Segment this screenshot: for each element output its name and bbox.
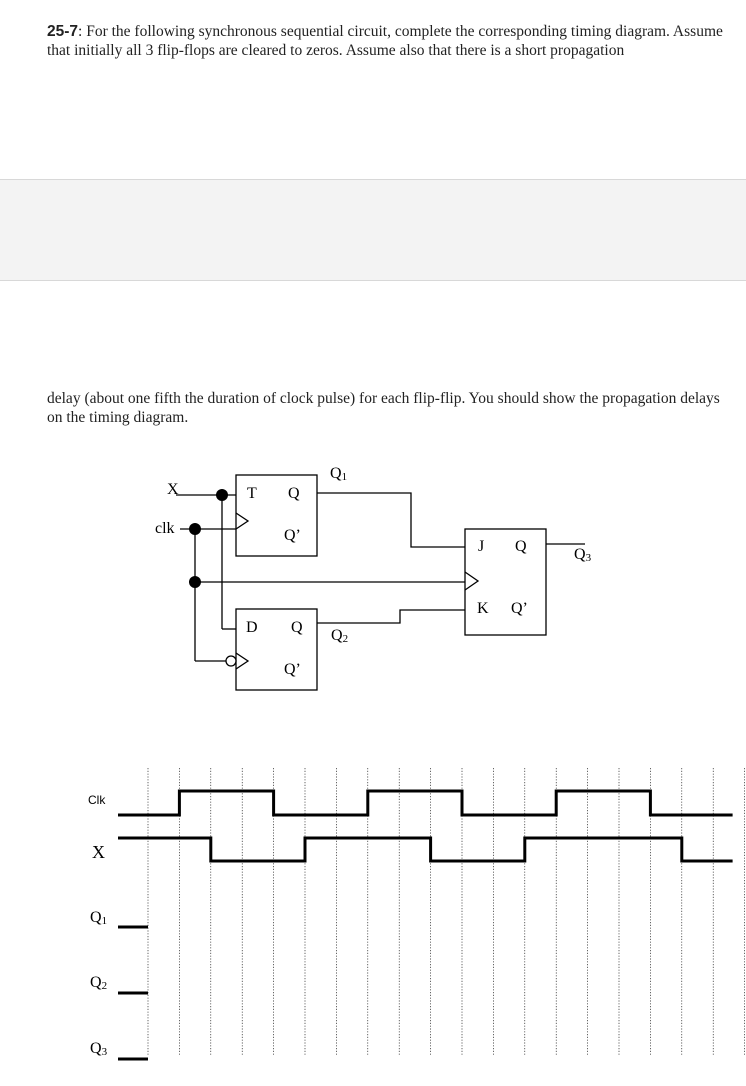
jk-ff-qbar-label: Q’: [511, 600, 528, 617]
jk-ff-clock-triangle: [464, 571, 480, 591]
t-flip-flop: [235, 474, 318, 557]
question-text-part2: delay (about one fifth the duration of c…: [47, 390, 720, 426]
q1-to-j-wire: [317, 492, 465, 548]
q1-signal-label: Q1: [90, 909, 107, 927]
question-number: 25-7: [47, 23, 79, 40]
question-text-part1: 25-7: For the following synchronous sequ…: [47, 22, 737, 60]
d-ff-clock-inversion-bubble: [225, 655, 237, 667]
jk-ff-k-label: K: [477, 600, 489, 617]
x-signal-label: X: [92, 842, 105, 862]
q2-signal-label: Q2: [90, 974, 107, 992]
t-ff-qbar-label: Q’: [284, 527, 301, 544]
d-flip-flop: [235, 608, 318, 691]
t-ff-t-label: T: [247, 485, 257, 502]
t-ff-q-label: Q: [288, 485, 300, 502]
circuit-diagram: T Q Q’ D Q Q’ J Q K Q’ X clk Q1 Q2: [155, 465, 592, 691]
q3-signal-label: Q3: [90, 1040, 108, 1058]
t-ff-clock-triangle: [235, 512, 250, 530]
jk-flip-flop: [464, 528, 547, 636]
q1-output-label: Q1: [330, 465, 347, 483]
jk-ff-q-label: Q: [515, 538, 527, 555]
d-ff-clock-triangle: [235, 652, 250, 670]
timing-diagram: Clk X Q1 Q2 Q3: [88, 768, 745, 1061]
question-text-intro: : For the following synchronous sequenti…: [47, 23, 723, 59]
d-ff-d-label: D: [246, 619, 258, 636]
clk-waveform: [118, 789, 733, 817]
input-x-label: X: [167, 481, 179, 498]
answer-area-band: [0, 230, 746, 281]
input-clk-label: clk: [155, 520, 175, 537]
d-ff-q-label: Q: [291, 619, 303, 636]
q2-output-label: Q2: [331, 627, 348, 645]
x-waveform: [118, 836, 733, 863]
clk-signal-label: Clk: [88, 793, 106, 807]
q3-output-label: Q3: [574, 546, 592, 564]
q2-to-k-wire: [317, 609, 465, 624]
jk-ff-j-label: J: [478, 538, 484, 555]
d-ff-qbar-label: Q’: [284, 661, 301, 678]
timing-gridlines: [147, 768, 745, 1056]
